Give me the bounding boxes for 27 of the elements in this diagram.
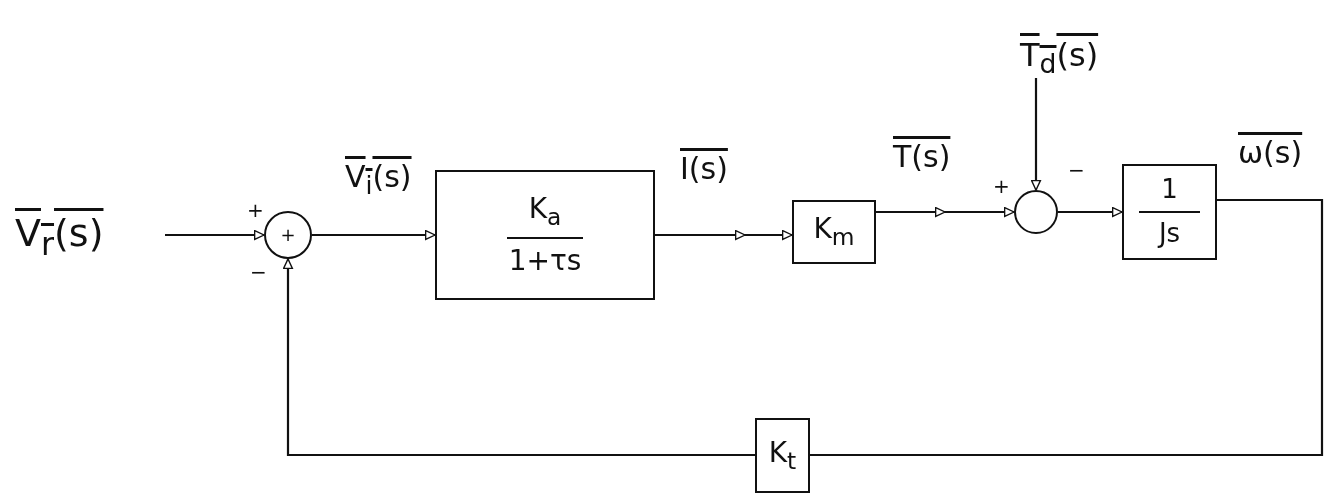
signal-arrow	[1058, 206, 1123, 218]
denominator-text: 1+τs	[508, 244, 582, 277]
gain-block	[792, 200, 876, 264]
signal-label: T$_{d}$(s)	[1020, 30, 1099, 78]
gain-block	[755, 418, 810, 493]
signal-line	[810, 198, 1324, 457]
signal-arrow	[876, 207, 1014, 218]
signal-label: V$_{r}$(s)	[15, 205, 104, 267]
signal-arrow	[165, 229, 265, 241]
sign-label: +	[247, 200, 264, 220]
sign-label: +	[993, 176, 1010, 196]
transfer-function-block	[1122, 164, 1217, 260]
gain-text: K$_{m}$	[813, 213, 855, 251]
summing-junction	[1014, 190, 1058, 234]
transfer-function-block	[435, 170, 655, 300]
signal-arrow	[312, 229, 436, 241]
sign-label: −	[1068, 160, 1085, 180]
numerator-text: 1	[1139, 175, 1200, 213]
summing-junction	[264, 211, 312, 259]
signal-arrow	[655, 230, 792, 241]
signal-arrow	[282, 258, 755, 457]
numerator-text: K$_{a}$	[506, 193, 584, 239]
sign-text: +	[280, 224, 296, 246]
sign-label: −	[250, 262, 267, 282]
signal-arrow	[1030, 78, 1042, 191]
denominator-text: Js	[1158, 219, 1181, 249]
gain-text: K$_{t}$	[768, 436, 797, 475]
